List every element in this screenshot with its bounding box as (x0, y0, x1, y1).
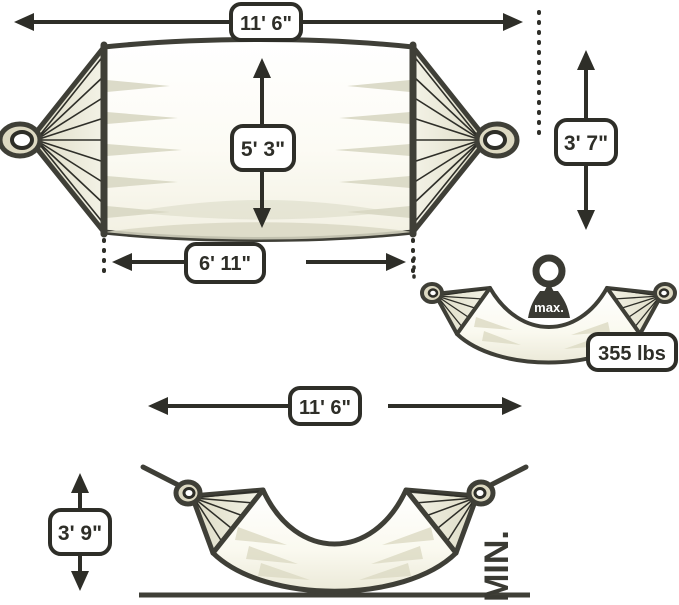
spreader-span-dimension (102, 238, 415, 278)
label-text: 3' 9" (58, 522, 102, 545)
label-fabric-width: 5' 3" (230, 124, 296, 172)
arrow-head-left (14, 13, 34, 31)
hammock-fabric-sagging (210, 487, 459, 594)
right-end-loop (474, 121, 520, 159)
arrow-head-down (253, 208, 271, 228)
label-box (586, 332, 678, 372)
fabric-width-dimension (253, 58, 271, 228)
arrow-head-down (577, 210, 595, 230)
arrow-head-left (148, 397, 168, 415)
label-side-height: 3' 7" (554, 118, 618, 166)
label-box (288, 386, 362, 426)
label-box (48, 508, 112, 556)
arrow-head-up (253, 58, 271, 78)
hanging-view-frame (138, 378, 531, 598)
arrow-head-right (503, 13, 523, 31)
label-spreader-span: 6' 11" (184, 242, 266, 284)
label-text: 11' 6" (240, 13, 292, 35)
arrow-head-left (112, 253, 132, 271)
weight-ring (532, 254, 566, 288)
arrow-head-up (577, 50, 595, 70)
hammock-hanging-view (140, 464, 529, 594)
label-capacity: 355 lbs (586, 332, 678, 372)
label-box (554, 118, 618, 166)
fabric-stripes-right (335, 80, 410, 218)
top-length-dimension (14, 13, 523, 31)
weight-block (528, 291, 570, 318)
min-label: MIN. (478, 530, 516, 602)
right-fan-strings (412, 54, 482, 225)
arrow-head-down (71, 571, 89, 591)
right-fan-strings (609, 288, 661, 329)
arrow-head-up (71, 473, 89, 493)
label-hang-span: 11' 6" (288, 386, 362, 426)
max-weight-icon: max. (528, 254, 570, 318)
label-text: 3' 7" (564, 132, 608, 155)
arrow-head-right (502, 397, 522, 415)
side-height-dimension (577, 50, 595, 230)
label-text: 11' 6" (299, 397, 351, 419)
max-label: max. (534, 300, 564, 315)
fabric-bottom-shade (104, 222, 413, 240)
fabric-stripes (235, 527, 434, 580)
label-box (230, 124, 296, 172)
left-fan-strings (193, 490, 261, 546)
top-length-extension-lines (7, 10, 541, 142)
label-top-length: 11' 6" (229, 2, 303, 42)
left-end-loop (0, 121, 43, 159)
left-end-loop (420, 282, 444, 304)
hang-height-dimension (60, 465, 143, 599)
arrow-head-right (386, 253, 406, 271)
left-fan-strings (35, 54, 105, 225)
label-box (229, 2, 303, 42)
left-end-loop (173, 479, 203, 507)
hang-span-dimension (148, 397, 522, 415)
side-height-extension-lines (416, 42, 612, 238)
right-end-loop (466, 479, 496, 507)
label-hang-height: 3' 9" (48, 508, 112, 556)
weight-neck (544, 282, 554, 292)
label-text: 355 lbs (598, 343, 666, 365)
label-box (184, 242, 266, 284)
label-text: 5' 3" (241, 138, 285, 161)
fabric-stripes-left (107, 80, 182, 218)
left-fan-strings (436, 288, 488, 329)
label-text: 6' 11" (199, 253, 251, 275)
right-fan-strings (408, 490, 476, 546)
right-end-loop (653, 282, 677, 304)
